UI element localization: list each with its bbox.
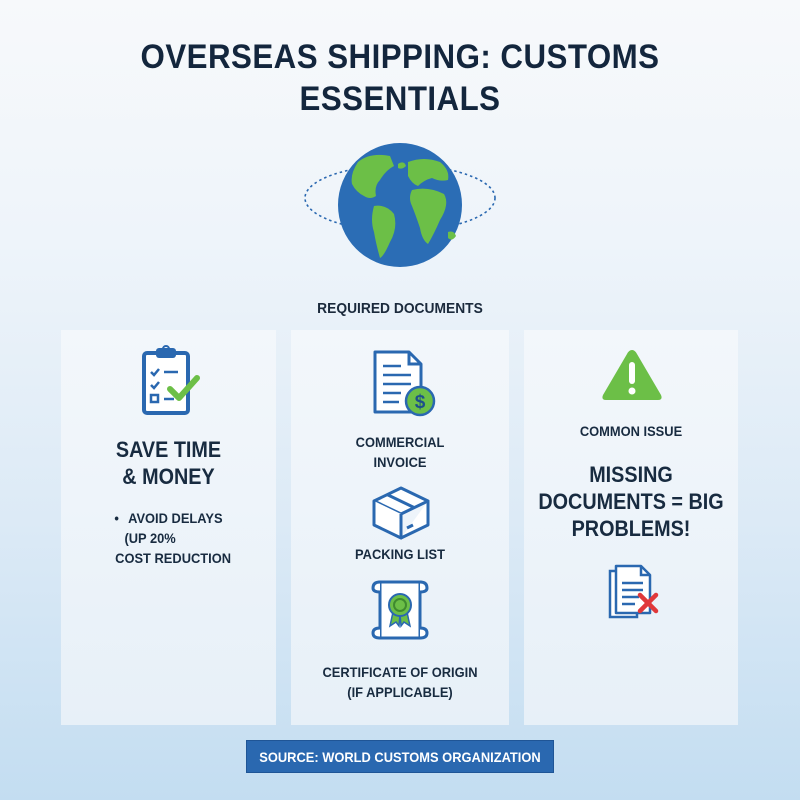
label-line-1: COMMERCIAL: [355, 434, 445, 450]
invoice-dollar-icon: $: [371, 348, 437, 423]
panel-heading: MISSING DOCUMENTS = BIG PROBLEMS!: [535, 461, 728, 542]
title-line-2: ESSENTIALS: [299, 80, 501, 118]
box-icon: [371, 485, 431, 546]
label-line-2: INVOICE: [373, 454, 427, 470]
source-text: SOURCE: WORLD CUSTOMS ORGANIZATION: [259, 748, 541, 765]
source-badge: SOURCE: WORLD CUSTOMS ORGANIZATION: [246, 740, 554, 773]
panel-save-time: SAVE TIME & MONEY • AVOID DELAYS (UP 20% …: [61, 330, 276, 725]
heading-line-1: SAVE TIME: [115, 437, 222, 462]
panel-required-documents: $ COMMERCIAL INVOICE PACKING LIST: [291, 330, 509, 725]
label-line-1: CERTIFICATE OF ORIGIN: [322, 664, 478, 680]
warning-triangle-icon: [600, 347, 664, 408]
heading-line-2: & MONEY: [122, 464, 215, 489]
heading-line-2: DOCUMENTS = BIG: [538, 489, 724, 514]
bullet-marker: •: [114, 510, 119, 526]
document-label-certificate: CERTIFICATE OF ORIGIN (IF APPLICABLE): [300, 662, 501, 702]
certificate-ribbon-icon: [370, 578, 430, 647]
panel-common-issue: COMMON ISSUE MISSING DOCUMENTS = BIG PRO…: [524, 330, 738, 725]
bullet-line-2: (UP 20%: [124, 530, 176, 546]
common-issue-subheading: COMMON ISSUE: [579, 423, 683, 439]
bullet-list: • AVOID DELAYS (UP 20% COST REDUCTION: [70, 508, 268, 568]
label-line-1: PACKING LIST: [355, 546, 445, 562]
globe-icon: [290, 140, 510, 270]
clipboard-checklist-icon: [140, 345, 200, 422]
title-line-1: OVERSEAS SHIPPING: CUSTOMS: [140, 38, 660, 76]
label-line-2: (IF APPLICABLE): [347, 684, 453, 700]
svg-text:$: $: [415, 392, 426, 413]
heading-line-1: MISSING: [589, 462, 673, 487]
heading-line-3: PROBLEMS!: [571, 516, 691, 541]
document-label-packing-list: PACKING LIST: [300, 544, 501, 564]
bullet-line-3: COST REDUCTION: [115, 550, 232, 566]
page-title: OVERSEAS SHIPPING: CUSTOMS ESSENTIALS: [32, 36, 768, 120]
bullet-item: • AVOID DELAYS: [70, 508, 268, 528]
panel-heading: SAVE TIME & MONEY: [72, 436, 266, 490]
document-missing-x-icon: [607, 563, 659, 624]
document-label-invoice: COMMERCIAL INVOICE: [300, 432, 501, 472]
bullet-line-1: AVOID DELAYS: [128, 510, 223, 526]
section-label: REQUIRED DOCUMENTS: [317, 300, 483, 317]
